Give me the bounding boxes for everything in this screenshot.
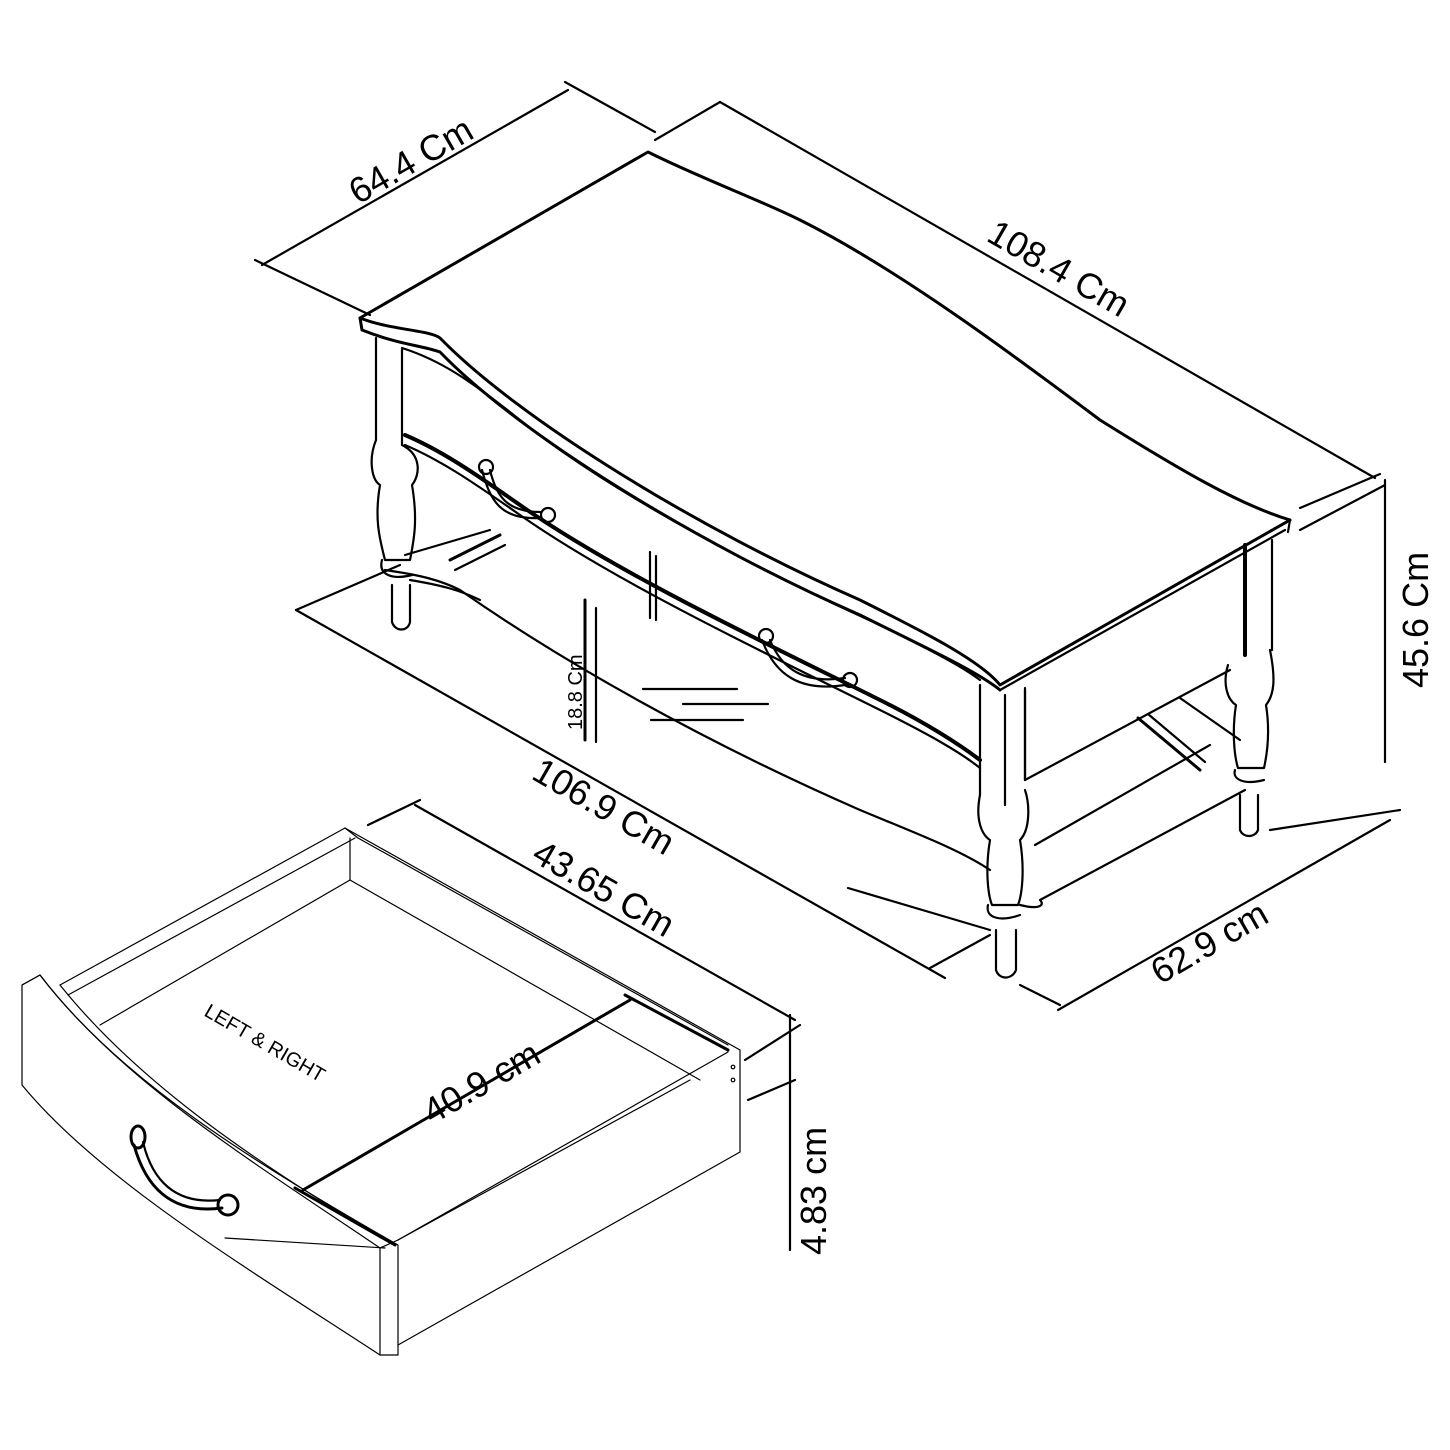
leg-front xyxy=(977,683,1030,979)
dimension-lines-table xyxy=(253,80,1402,1012)
lower-shelf xyxy=(383,528,1247,932)
label-table-height: 45.6 Cm xyxy=(1395,552,1436,688)
drawer-handle-right xyxy=(757,627,859,689)
glass-reflection xyxy=(641,687,770,722)
label-table-depth-base: 62.9 cm xyxy=(1144,892,1275,992)
label-clearance-height: 18.8 Cm xyxy=(565,654,587,730)
label-table-width-top: 108.4 Cm xyxy=(981,211,1137,325)
leg-back-left xyxy=(370,336,419,631)
leg-back-right xyxy=(1224,648,1275,838)
label-table-depth-top: 64.4 Cm xyxy=(342,108,480,212)
drawer-handle-left xyxy=(477,458,557,524)
drawer-handle xyxy=(129,1124,240,1217)
table-top xyxy=(358,150,1292,692)
label-drawer-height: 4.83 cm xyxy=(793,1127,834,1255)
dimension-lines-drawer xyxy=(293,798,802,1252)
label-drawer-note: LEFT & RIGHT xyxy=(201,1000,329,1087)
label-drawer-depth: 40.9 cm xyxy=(416,1032,547,1132)
